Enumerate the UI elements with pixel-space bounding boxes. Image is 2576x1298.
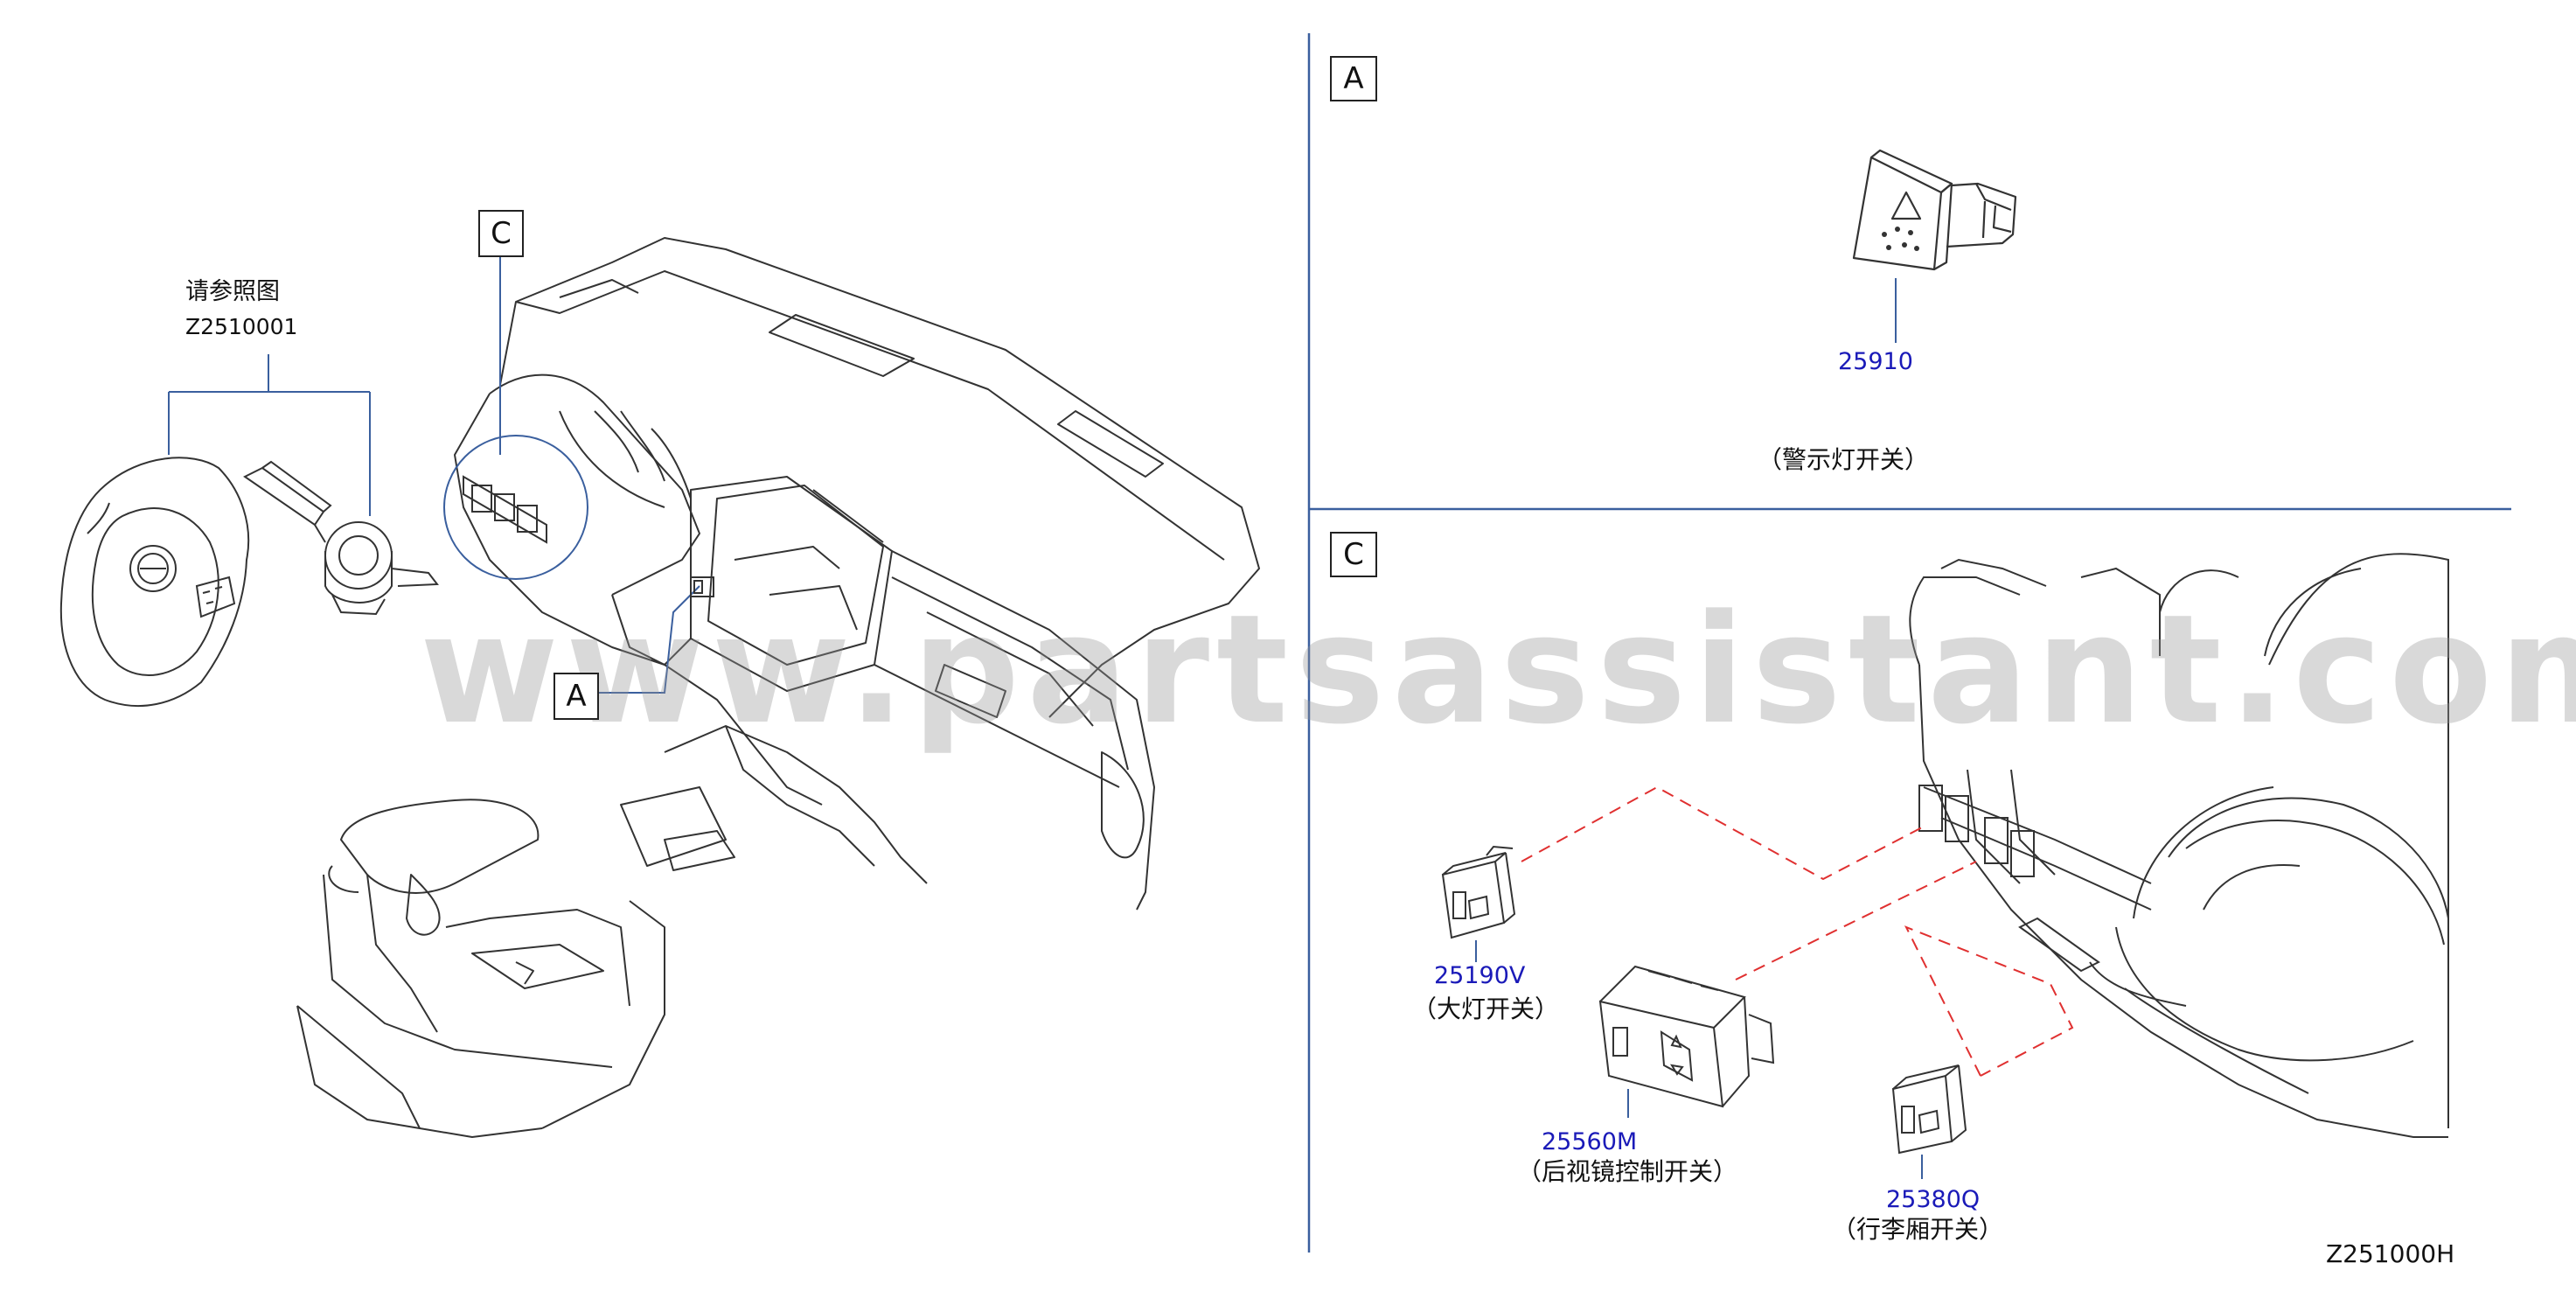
panel-a-label-box: A [1330, 56, 1377, 101]
part-name-trunk-switch: （行李厢开关） [1832, 1215, 2004, 1244]
part-number-25190v[interactable]: 25190V [1434, 962, 1526, 989]
hazard-switch-location [690, 576, 714, 597]
trunk-switch-illustration [1891, 1064, 1967, 1155]
panel-c-label: C [1343, 537, 1364, 572]
combination-switch-illustration [243, 460, 439, 616]
panel-c-dash-detail [1909, 553, 2449, 1138]
callout-c-leader [443, 256, 588, 580]
callout-a-leader [596, 585, 700, 694]
panel-dividers [1307, 33, 2511, 1253]
dashboard-illustration [296, 237, 1260, 1138]
callout-a-label: A [566, 679, 587, 714]
part-number-25560m[interactable]: 25560M [1542, 1128, 1638, 1155]
part-name-headlamp-switch: （大灯开关） [1412, 994, 1560, 1023]
connection-dashes [1521, 785, 2074, 1077]
figure-code: Z251000H [2326, 1239, 2455, 1268]
reference-bracket [168, 354, 371, 516]
callout-a-main: A [553, 673, 599, 720]
hazard-switch-illustration [1852, 149, 2017, 271]
panel-a-label: A [1343, 61, 1364, 96]
reference-code: Z2510001 [185, 314, 298, 339]
reference-note-cn: 请参照图 [185, 278, 280, 305]
part-number-25380q[interactable]: 25380Q [1886, 1186, 1981, 1213]
watermark: www.partsassistant.com [420, 582, 2576, 757]
steering-wheel-illustration [59, 457, 250, 708]
part-name-hazard-switch: （警示灯开关） [1758, 445, 1930, 474]
part-number-25910[interactable]: 25910 [1838, 348, 1913, 375]
panel-c-label-box: C [1330, 532, 1377, 577]
switch-bank-detail [463, 475, 547, 544]
mirror-switch-illustration [1598, 965, 1775, 1108]
part-name-mirror-switch: （后视镜控制开关） [1517, 1157, 1738, 1186]
callout-c-main: C [478, 210, 524, 257]
headlamp-switch-illustration [1441, 845, 1516, 939]
callout-c-label: C [491, 216, 512, 251]
